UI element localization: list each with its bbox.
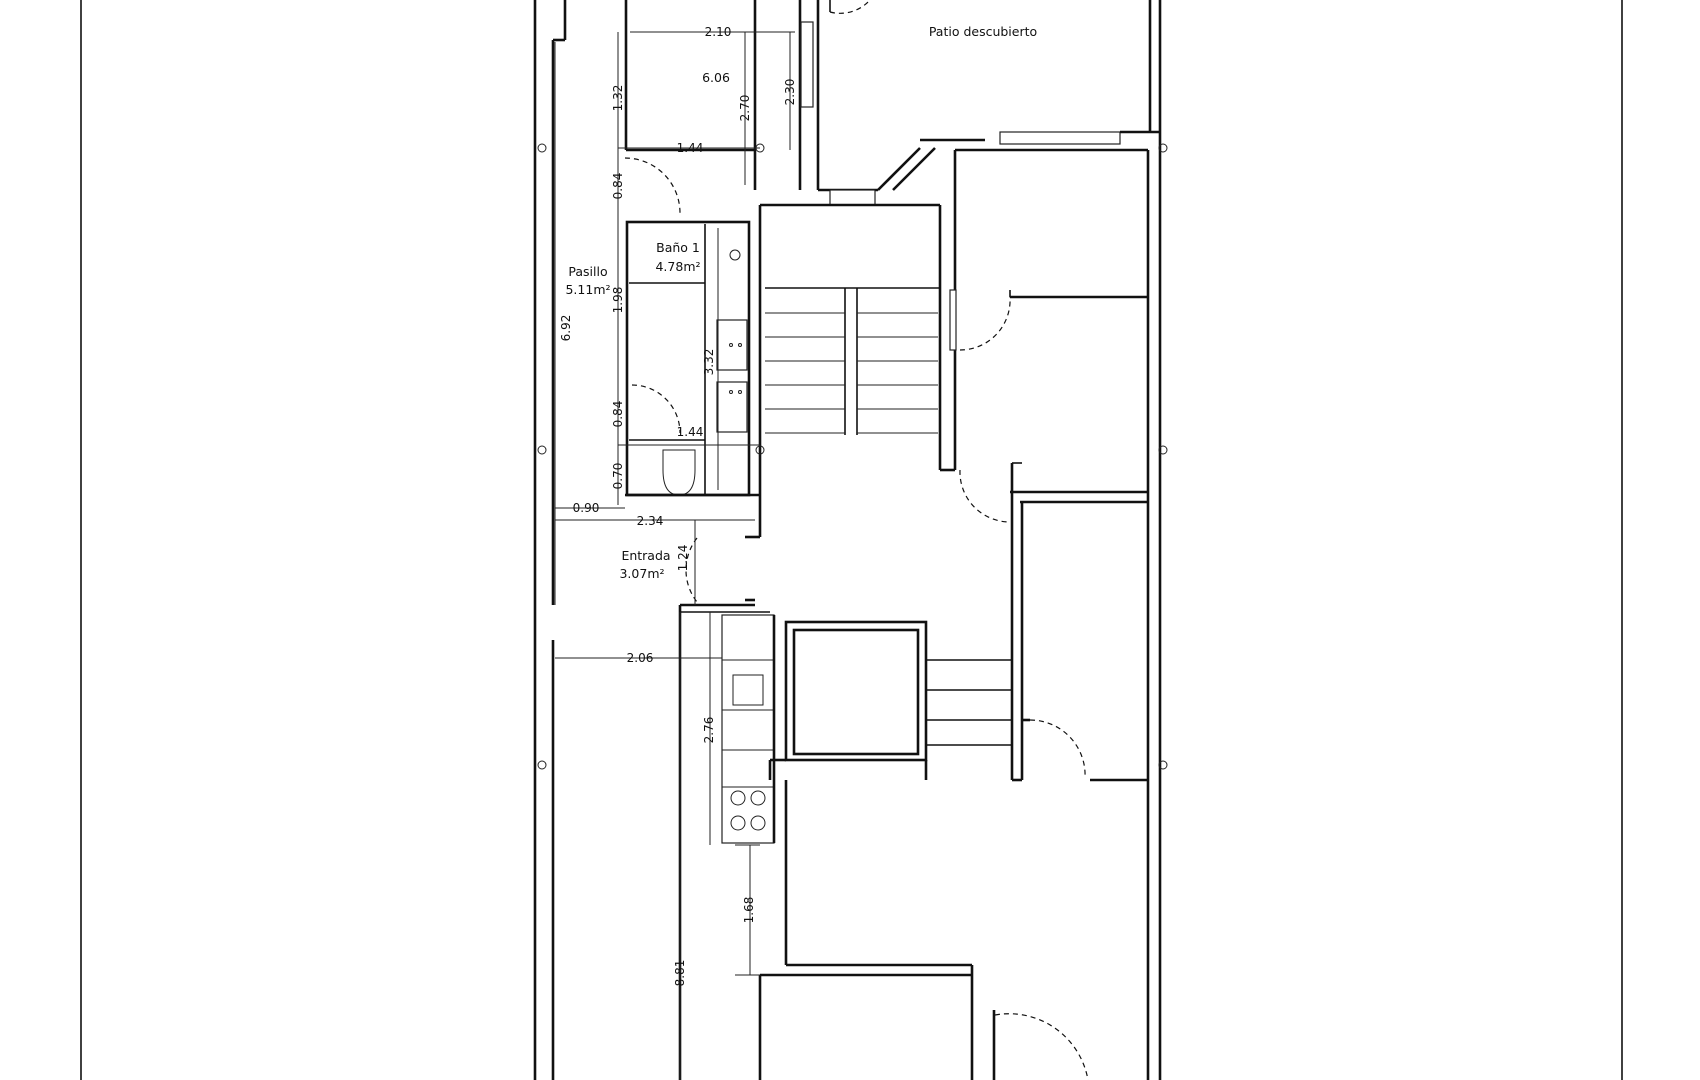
room-area-entrada: 3.07m² [619, 566, 664, 581]
room-area-bano: 4.78m² [655, 259, 700, 274]
kitchen [678, 605, 776, 1080]
staircase [760, 203, 955, 472]
wall-entrance [680, 205, 770, 613]
dim-label-1-44-top: 1.44 [677, 141, 704, 155]
dim-label-6-92: 6.92 [559, 315, 573, 342]
exterior-walls [533, 0, 1162, 1080]
dimension-lines [537, 31, 1168, 1080]
dim-label-0-84-bath: 0.84 [611, 401, 625, 428]
dim-label-2-76: 2.76 [702, 717, 716, 744]
wall-bathroom [625, 220, 760, 497]
door-swings [624, 0, 1089, 1080]
dim-label-1-32: 1.32 [611, 85, 625, 112]
sheet-border [80, 0, 1623, 1080]
dim-label-2-06: 2.06 [627, 651, 654, 665]
room-area-pasillo: 5.11m² [565, 282, 610, 297]
dim-label-1-68: 1.68 [742, 897, 756, 924]
wall-patio [818, 130, 1160, 206]
wall-central-block [758, 620, 1012, 1080]
dim-label-8-81: 8.81 [673, 960, 687, 987]
dim-label-3-32: 3.32 [702, 349, 716, 376]
dim-label-0-84-top: 0.84 [611, 173, 625, 200]
dim-label-2-34: 2.34 [637, 514, 664, 528]
dim-label-1-98: 1.98 [611, 287, 625, 314]
room-label-entrada: Entrada [621, 548, 670, 563]
room-label-bano: Baño 1 [656, 240, 700, 255]
dim-label-1-24: 1.24 [676, 545, 690, 572]
room-label-pasillo: Pasillo [568, 264, 607, 279]
dim-label-0-70: 0.70 [611, 463, 625, 490]
room-area-top: 6.06 [702, 70, 730, 85]
dim-label-2-10: 2.10 [705, 25, 732, 39]
dim-label-2-30: 2.30 [783, 79, 797, 106]
dim-label-1-44-bath: 1.44 [677, 425, 704, 439]
dim-label-0-90: 0.90 [573, 501, 600, 515]
dim-label-2-70: 2.70 [738, 95, 752, 122]
wall-right-rooms [949, 148, 1150, 1080]
room-label-patio: Patio descubierto [929, 24, 1037, 39]
